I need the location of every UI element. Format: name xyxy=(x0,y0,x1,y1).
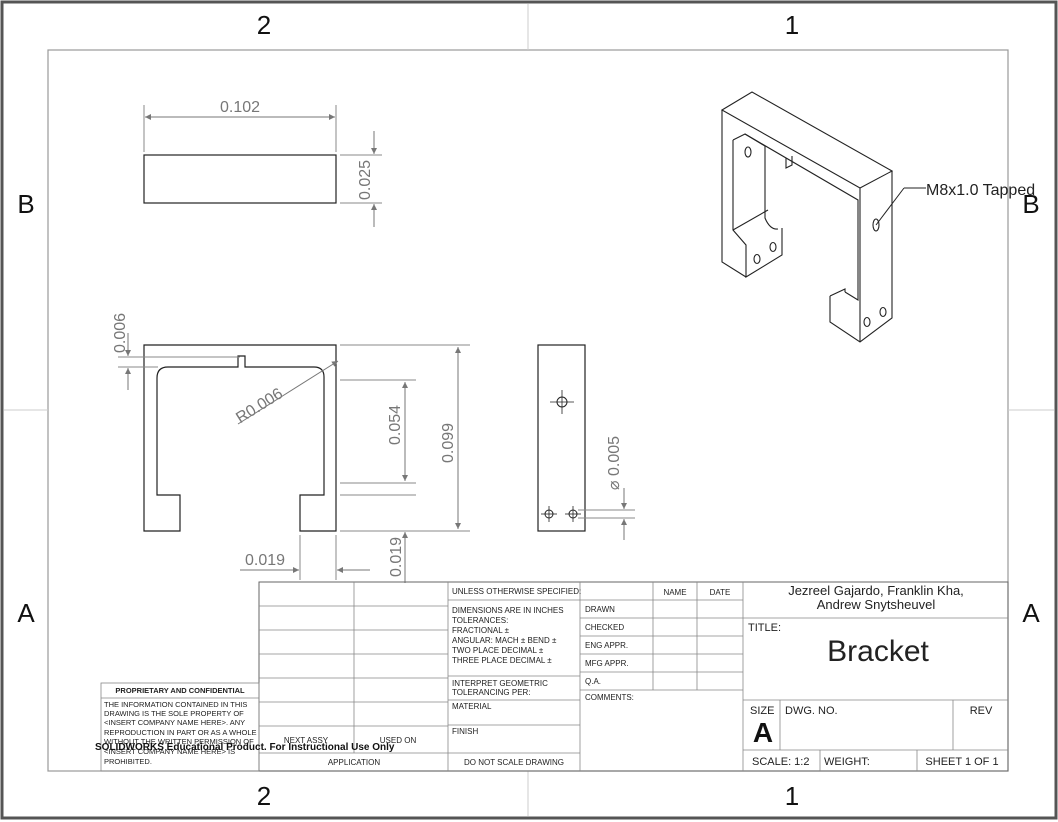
authors-line-2: Andrew Snytsheuvel xyxy=(817,597,936,612)
finish-label: FINISH xyxy=(452,727,478,736)
isometric-view xyxy=(720,91,894,343)
zone-label-bottom-1: 1 xyxy=(785,781,799,811)
dim-total-height: 0.099 xyxy=(440,423,457,463)
dim-top-width: 0.102 xyxy=(220,99,260,116)
three-place-decimal: THREE PLACE DECIMAL ± xyxy=(452,656,552,665)
proprietary-heading: PROPRIETARY AND CONFIDENTIAL xyxy=(115,686,245,695)
top-view: 0.102 0.025 xyxy=(143,99,382,227)
proprietary-line: PROHIBITED. xyxy=(104,757,152,766)
next-assy-label: NEXT ASSY xyxy=(284,736,329,745)
sheet-number: SHEET 1 OF 1 xyxy=(925,756,998,768)
size-label: SIZE xyxy=(750,705,774,717)
geometric-label-2: TOLERANCING PER: xyxy=(452,688,531,697)
dim-foot-height: 0.019 xyxy=(388,537,405,577)
dim-fillet: R0.006 xyxy=(233,385,286,427)
zone-label-right-a: A xyxy=(1022,598,1040,628)
zone-label-top-1: 1 xyxy=(785,10,799,40)
weight-label: WEIGHT: xyxy=(824,756,870,768)
dim-top-height: 0.025 xyxy=(357,160,374,200)
proprietary-line: <INSERT COMPANY NAME HERE>. ANY xyxy=(104,718,245,727)
zone-label-top-2: 2 xyxy=(257,10,271,40)
proprietary-line: DRAWING IS THE SOLE PROPERTY OF xyxy=(104,709,244,718)
name-column-header: NAME xyxy=(663,588,686,597)
rev-label: REV xyxy=(970,705,993,717)
geometric-label-1: INTERPRET GEOMETRIC xyxy=(452,679,548,688)
proprietary-line: WITHOUT THE WRITTEN PERMISSION OF xyxy=(104,737,254,746)
angular-tolerance: ANGULAR: MACH ± BEND ± xyxy=(452,636,557,645)
mfg-appr-label: MFG APPR. xyxy=(585,659,629,668)
sheet-size: A xyxy=(753,717,773,748)
drawing-title: Bracket xyxy=(827,635,929,668)
fractional-tolerance: FRACTIONAL ± xyxy=(452,626,510,635)
dim-slot-depth: 0.006 xyxy=(112,313,129,353)
zone-label-left-a: A xyxy=(17,598,35,628)
do-not-scale-label: DO NOT SCALE DRAWING xyxy=(464,758,564,767)
date-column-header: DATE xyxy=(710,588,731,597)
proprietary-line: THE INFORMATION CONTAINED IN THIS xyxy=(104,700,247,709)
solidworks-watermark: SOLIDWORKS Educational Product. For Inst… xyxy=(95,742,395,753)
side-view: ⌀ 0.005 xyxy=(537,344,635,540)
tolerance-header: UNLESS OTHERWISE SPECIFIED: xyxy=(452,587,581,596)
qa-label: Q.A. xyxy=(585,677,601,686)
used-on-label: USED ON xyxy=(380,736,417,745)
dim-inner-height: 0.054 xyxy=(387,405,404,445)
title-label: TITLE: xyxy=(748,622,781,634)
proprietary-line: REPRODUCTION IN PART OR AS A WHOLE xyxy=(104,728,257,737)
dim-foot-width: 0.019 xyxy=(245,552,285,569)
scale-label: SCALE: 1:2 xyxy=(752,756,809,768)
proprietary-text: THE INFORMATION CONTAINED IN THIS DRAWIN… xyxy=(104,700,257,766)
front-view: 0.006 R0.006 0.054 0.099 0.019 0.019 xyxy=(112,313,470,583)
tolerances-label: TOLERANCES: xyxy=(452,616,508,625)
title-block xyxy=(100,581,1009,772)
material-label: MATERIAL xyxy=(452,702,492,711)
zone-label-bottom-2: 2 xyxy=(257,781,271,811)
dim-hole-diameter: ⌀ 0.005 xyxy=(606,436,623,490)
zone-label-left-b: B xyxy=(17,189,34,219)
two-place-decimal: TWO PLACE DECIMAL ± xyxy=(452,646,544,655)
dwg-no-label: DWG. NO. xyxy=(785,705,838,717)
comments-label: COMMENTS: xyxy=(585,693,634,702)
tapped-hole-callout: M8x1.0 Tapped xyxy=(926,182,1035,199)
eng-appr-label: ENG APPR. xyxy=(585,641,628,650)
checked-label: CHECKED xyxy=(585,623,624,632)
proprietary-line: <INSERT COMPANY NAME HERE> IS xyxy=(104,747,235,756)
zone-label-right-b: B xyxy=(1022,189,1039,219)
authors-line-1: Jezreel Gajardo, Franklin Kha, xyxy=(788,583,964,598)
dimension-units: DIMENSIONS ARE IN INCHES xyxy=(452,606,564,615)
drawn-label: DRAWN xyxy=(585,605,615,614)
application-label: APPLICATION xyxy=(328,758,381,767)
